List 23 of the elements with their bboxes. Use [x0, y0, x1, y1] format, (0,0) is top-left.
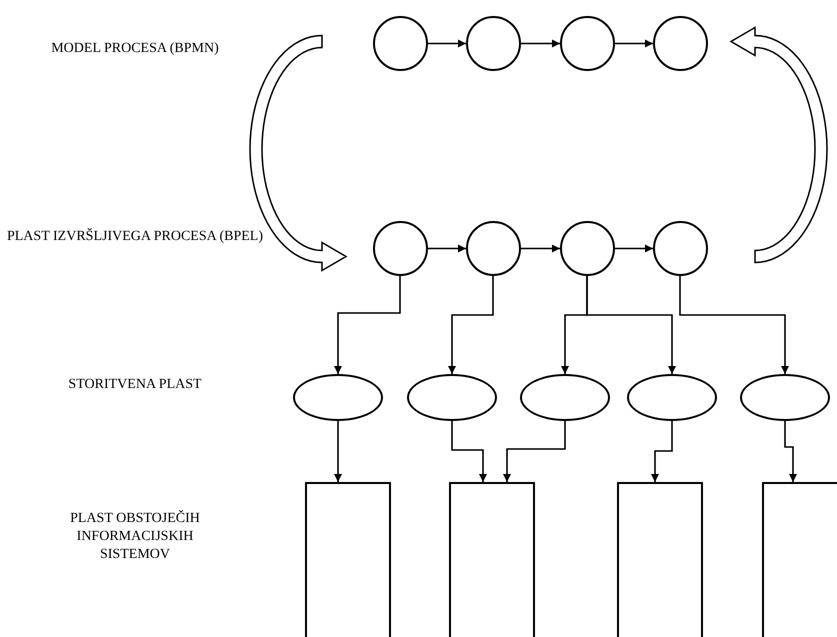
- arrow: [586, 276, 676, 374]
- arrow: [679, 276, 789, 374]
- layer-label: MODEL PROCESA (BPMN): [50, 40, 220, 58]
- arrow: [428, 244, 466, 252]
- system-box: [305, 482, 391, 637]
- arrow: [451, 421, 487, 482]
- arrow: [334, 276, 401, 374]
- system-box: [449, 482, 535, 637]
- arrow: [503, 421, 566, 482]
- system-box: [617, 482, 703, 637]
- arrow: [651, 421, 673, 482]
- arrow: [521, 40, 560, 48]
- layer-label: PLAST OBSTOJEČIH INFORMACIJSKIH SISTEMOV: [69, 510, 201, 564]
- layer-label: STORITVENA PLAST: [67, 376, 203, 394]
- arrow: [428, 40, 466, 48]
- arrow: [334, 421, 342, 482]
- layer-label: PLAST IZVRŠLJIVEGA PROCESA (BPEL): [6, 228, 264, 246]
- system-box: [762, 482, 837, 637]
- arrow: [521, 244, 560, 252]
- arrow: [615, 244, 653, 252]
- arrow: [448, 276, 494, 374]
- arrow: [784, 421, 797, 482]
- arrow: [615, 40, 653, 48]
